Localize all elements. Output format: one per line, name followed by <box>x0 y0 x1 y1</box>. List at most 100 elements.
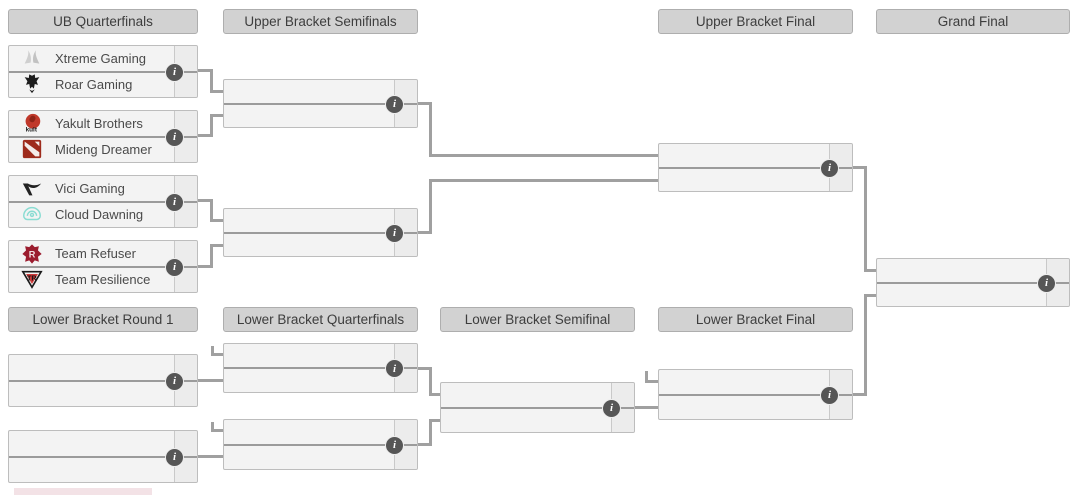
team-resilience-logo: TR <box>9 268 55 290</box>
connector-line <box>211 346 214 356</box>
team-slot-top <box>9 355 175 381</box>
team-slot-bottom <box>659 168 830 192</box>
connector-line <box>864 269 876 272</box>
team-slot-bottom: Roar Gaming <box>9 72 175 98</box>
team-slot-bottom <box>9 457 175 483</box>
team-refuser-logo: R <box>9 243 55 265</box>
info-icon[interactable]: i <box>602 398 621 418</box>
round-header-ub-quarterfinals: UB Quarterfinals <box>8 9 198 34</box>
connector-line <box>853 166 867 169</box>
connector-line <box>418 443 432 446</box>
info-icon[interactable]: i <box>165 447 184 467</box>
match-ub-sf-2: i <box>223 208 418 257</box>
team-slot-bottom <box>224 233 395 257</box>
round-header-lower-bracket-final: Lower Bracket Final <box>658 307 853 332</box>
match-lb-r1-2: i <box>8 430 198 483</box>
match-lb-r1-1: i <box>8 354 198 407</box>
info-icon[interactable]: i <box>385 435 404 455</box>
team-slot-bottom <box>9 381 175 407</box>
team-name[interactable]: Mideng Dreamer <box>55 141 152 157</box>
team-slot-bottom: Mideng Dreamer <box>9 137 175 163</box>
connector-line <box>864 294 867 396</box>
info-icon[interactable]: i <box>165 371 184 391</box>
info-icon[interactable]: i <box>165 62 184 82</box>
team-name[interactable]: Yakult Brothers <box>55 116 143 132</box>
team-slot-top: Vici Gaming <box>9 176 175 202</box>
connector-line <box>211 422 214 432</box>
match-lb-final: i <box>658 369 853 420</box>
connector-line <box>198 265 212 268</box>
connector-line <box>418 102 432 105</box>
connector-line <box>645 371 648 382</box>
connector-line <box>864 166 867 271</box>
info-icon[interactable]: i <box>165 127 184 147</box>
match-grand-final: i <box>876 258 1070 307</box>
mideng-dreamer-logo <box>9 138 55 160</box>
connector-line <box>198 379 223 382</box>
info-icon[interactable]: i <box>165 257 184 277</box>
connector-line <box>210 114 224 117</box>
row-divider <box>9 455 197 458</box>
info-icon[interactable]: i <box>1037 273 1056 293</box>
team-slot-bottom <box>659 395 830 420</box>
connector-line <box>429 154 658 157</box>
cloud-dawning-logo <box>9 203 55 225</box>
row-divider <box>659 166 852 169</box>
team-slot-top: Xtreme Gaming <box>9 46 175 72</box>
team-name[interactable]: Xtreme Gaming <box>55 51 147 67</box>
match-ub-qf-1: Xtreme Gaming Roar Gaming i <box>8 45 198 98</box>
row-divider <box>9 135 197 138</box>
info-icon[interactable]: i <box>385 359 404 378</box>
info-icon[interactable]: i <box>385 223 404 243</box>
team-name[interactable]: Vici Gaming <box>55 181 125 197</box>
team-slot-top <box>224 80 395 104</box>
team-name[interactable]: Roar Gaming <box>55 76 133 92</box>
round-header-grand-final: Grand Final <box>876 9 1070 34</box>
info-icon[interactable]: i <box>820 158 839 178</box>
vici-gaming-logo <box>9 178 55 200</box>
team-slot-bottom <box>224 368 395 392</box>
row-divider <box>441 406 634 409</box>
row-divider <box>659 393 852 396</box>
info-icon[interactable]: i <box>385 94 404 114</box>
team-slot-bottom <box>441 408 612 433</box>
row-divider <box>224 102 417 105</box>
row-divider <box>224 231 417 234</box>
connector-line <box>635 406 659 409</box>
team-slot-top <box>441 383 612 408</box>
team-slot-bottom <box>224 445 395 470</box>
row-divider <box>877 281 1069 284</box>
svg-text:R: R <box>29 249 36 259</box>
info-icon[interactable]: i <box>165 192 184 212</box>
match-ub-qf-3: Vici Gaming Cloud Dawning i <box>8 175 198 228</box>
team-slot-top <box>659 144 830 168</box>
match-lb-qf-2: i <box>223 419 418 470</box>
team-slot-top <box>224 420 395 445</box>
connector-line <box>429 102 432 157</box>
round-header-lower-bracket-quarterfinals: Lower Bracket Quarterfinals <box>223 307 418 332</box>
connector-line <box>429 180 432 234</box>
team-name[interactable]: Team Resilience <box>55 271 151 287</box>
connector-line <box>198 455 223 458</box>
round-header-upper-bracket-final: Upper Bracket Final <box>658 9 853 34</box>
round-header-upper-bracket-semifinals: Upper Bracket Semifinals <box>223 9 418 34</box>
match-lb-semifinal: i <box>440 382 635 433</box>
row-divider <box>224 443 417 446</box>
svg-text:TR: TR <box>27 274 37 283</box>
team-slot-bottom: Cloud Dawning <box>9 202 175 228</box>
connector-line <box>853 393 867 396</box>
team-name[interactable]: Cloud Dawning <box>55 206 144 222</box>
team-name[interactable]: Team Refuser <box>55 246 136 262</box>
connector-line <box>211 429 223 432</box>
team-slot-bottom <box>877 283 1047 307</box>
row-divider <box>9 70 197 73</box>
info-icon[interactable]: i <box>820 385 839 405</box>
team-slot-top: kult Yakult Brothers <box>9 111 175 137</box>
row-divider <box>9 265 197 268</box>
team-slot-bottom <box>224 104 395 128</box>
match-ub-sf-1: i <box>223 79 418 128</box>
connector-line <box>210 244 213 268</box>
connector-line <box>198 199 212 202</box>
connector-line <box>645 380 658 383</box>
